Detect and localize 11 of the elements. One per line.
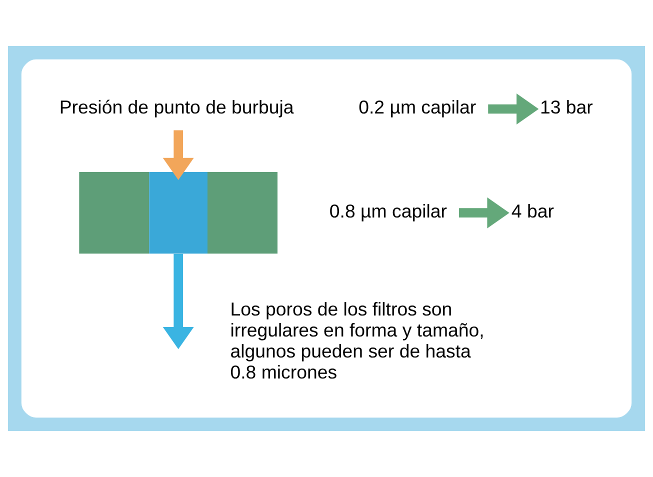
node-text: 4 bar [511, 200, 554, 222]
node-text: 0.8 µm capilar [329, 200, 447, 222]
label: Los poros de los filtros son irregulares en forma y tamaño, algunos pueden ser de hasta 0.8 micrones [230, 298, 484, 382]
node-text: Presión de punto de burbuja [59, 96, 294, 118]
node-text: 0.2 µm capilar [358, 96, 476, 118]
arrow [162, 254, 194, 350]
arrow [459, 197, 510, 228]
node-text: 13 bar [540, 96, 593, 118]
cluster [21, 59, 632, 418]
arrow [488, 94, 539, 124]
arrow [162, 130, 194, 180]
